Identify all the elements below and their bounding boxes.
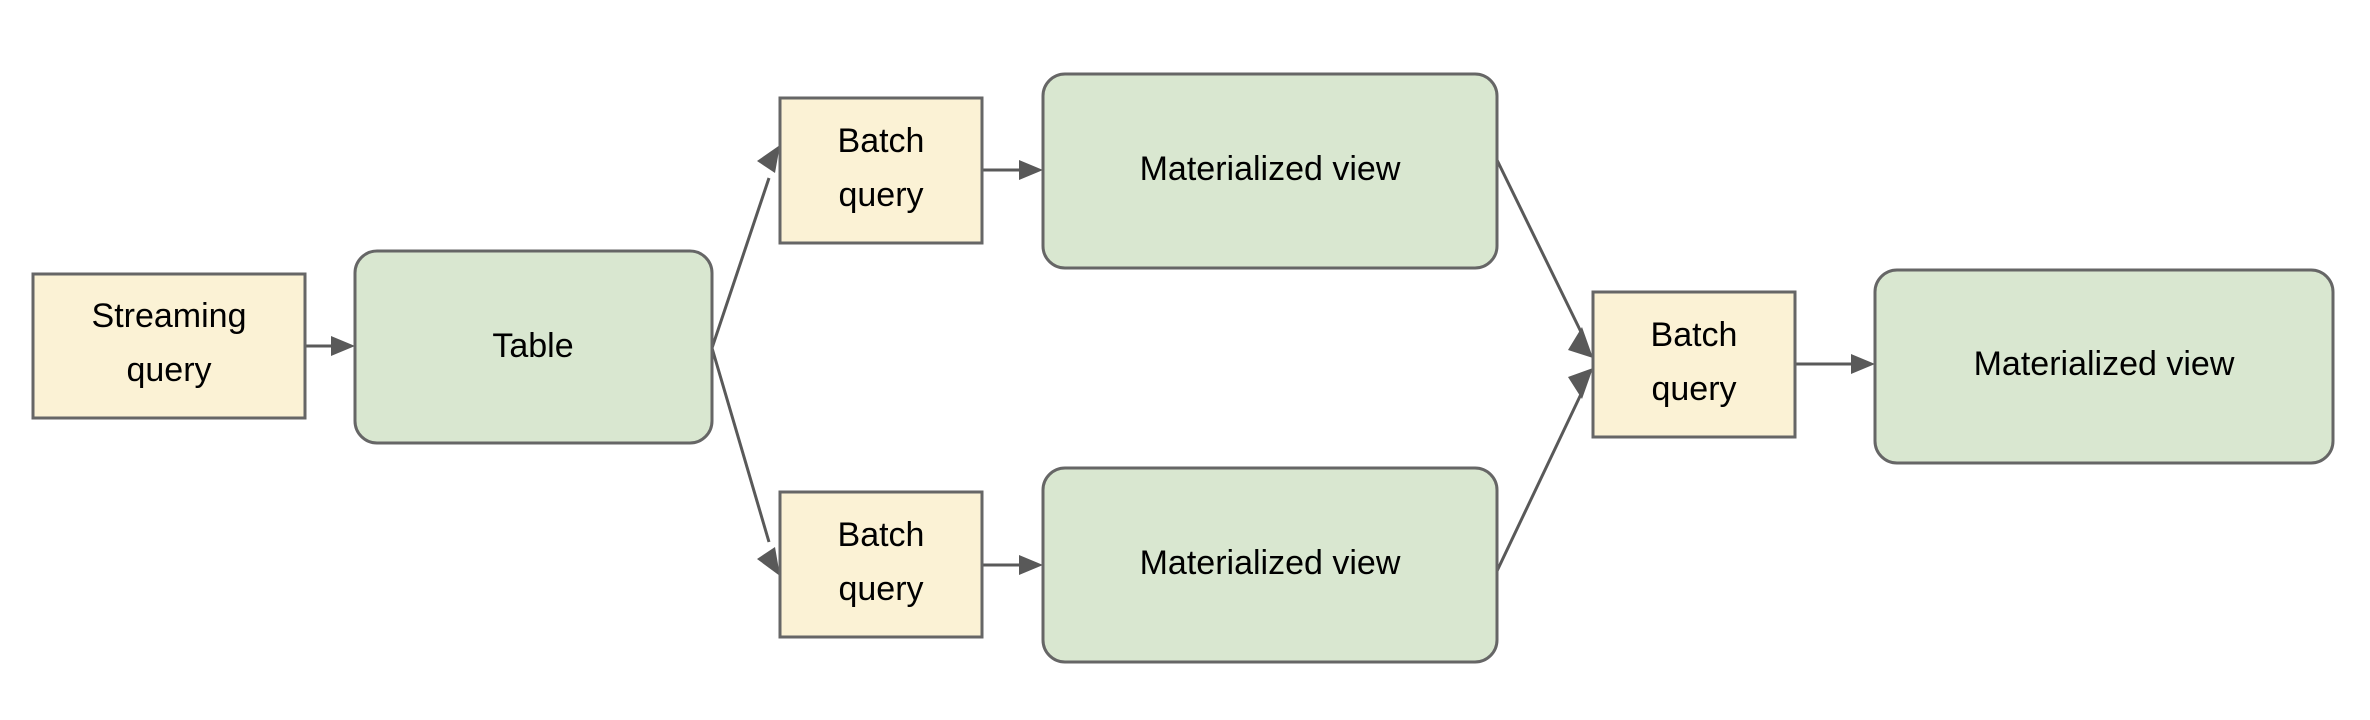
node-shape-rect[interactable]	[778, 96, 984, 245]
node-label-line1: Materialized view	[1974, 345, 2235, 383]
edge-line	[710, 347, 771, 543]
edge-batch-query-right-to-materialized-view-right	[1795, 354, 1875, 374]
node-label-line2: query	[838, 176, 923, 214]
edge-materialized-view-bottom-to-batch-query-right	[1495, 368, 1593, 572]
node-label-line1: Materialized view	[1140, 544, 1401, 582]
edge-line	[1495, 391, 1584, 572]
node-label-line1: Batch	[838, 122, 925, 160]
node-label-line1: Streaming	[92, 297, 247, 335]
arrowhead-icon	[331, 336, 355, 356]
edge-streaming-query-to-table	[305, 336, 355, 356]
node-shape-rounded-rect[interactable]	[353, 249, 714, 445]
arrowhead-icon	[757, 547, 780, 576]
node-label-line2: query	[838, 570, 923, 608]
node-shape-rounded-rect[interactable]	[1873, 268, 2335, 465]
edge-table-to-batch-query-bottom	[710, 347, 780, 576]
node-label-line2: query	[126, 351, 211, 389]
node-shape-rounded-rect[interactable]	[1041, 72, 1499, 270]
node-shape-rect[interactable]	[778, 490, 984, 639]
edge-layer	[305, 145, 1875, 576]
arrowhead-icon	[1019, 555, 1043, 575]
node-label-line1: Materialized view	[1140, 150, 1401, 188]
node-shape-rounded-rect[interactable]	[1041, 466, 1499, 664]
node-label-line1: Table	[492, 327, 573, 365]
node-label-line1: Batch	[838, 516, 925, 554]
node-label-line1: Batch	[1651, 316, 1738, 354]
arrowhead-icon	[1851, 354, 1875, 374]
node-batch-query-top[interactable]: Batch query	[778, 96, 984, 245]
node-layer: Streaming query Table Batch query Materi…	[31, 72, 2335, 664]
node-materialized-view-right[interactable]: Materialized view	[1873, 268, 2335, 465]
arrowhead-icon	[1568, 327, 1593, 358]
node-label-line2: query	[1651, 370, 1736, 408]
edge-line	[710, 177, 771, 349]
node-batch-query-right[interactable]: Batch query	[1591, 290, 1797, 439]
edge-batch-query-bottom-to-materialized-view-bottom	[982, 555, 1043, 575]
edge-batch-query-top-to-materialized-view-top	[982, 160, 1043, 180]
arrowhead-icon	[1019, 160, 1043, 180]
edge-line	[1495, 159, 1584, 335]
node-shape-rect[interactable]	[31, 272, 307, 420]
node-table[interactable]: Table	[353, 249, 714, 445]
node-batch-query-bottom[interactable]: Batch query	[778, 490, 984, 639]
arrowhead-icon	[757, 145, 780, 173]
node-shape-rect[interactable]	[1591, 290, 1797, 439]
node-streaming-query[interactable]: Streaming query	[31, 272, 307, 420]
edge-table-to-batch-query-top	[710, 145, 780, 349]
arrowhead-icon	[1568, 368, 1593, 399]
node-materialized-view-bottom[interactable]: Materialized view	[1041, 466, 1499, 664]
node-materialized-view-top[interactable]: Materialized view	[1041, 72, 1499, 270]
edge-materialized-view-top-to-batch-query-right	[1495, 159, 1593, 358]
